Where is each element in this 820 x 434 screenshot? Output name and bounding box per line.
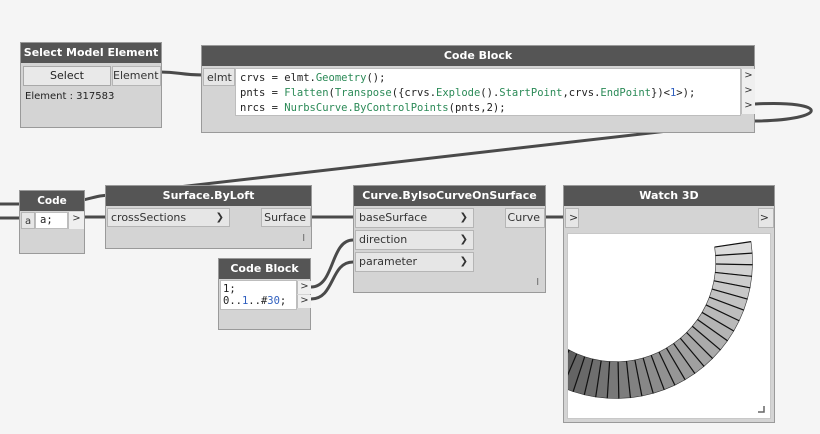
iso-curve bbox=[658, 351, 676, 386]
iso-curve bbox=[679, 337, 705, 367]
input-port-basesurface[interactable]: baseSurface ❯ bbox=[355, 208, 474, 228]
lofted-surface-preview bbox=[514, 241, 765, 413]
code-block-node-main[interactable]: Code Block elmt crvs = elmt.Geometry(); … bbox=[201, 45, 755, 133]
output-port-pnts[interactable]: > bbox=[741, 84, 755, 99]
wire-range2-to-parameter bbox=[310, 260, 354, 301]
iso-curve bbox=[714, 241, 752, 248]
iso-curve bbox=[572, 356, 586, 392]
iso-curve bbox=[665, 347, 686, 381]
curve-byisocurveonsurface-node[interactable]: Curve.ByIsoCurveOnSurface baseSurface ❯ … bbox=[353, 185, 546, 293]
iso-curve bbox=[691, 325, 721, 351]
input-port-a[interactable]: a bbox=[21, 212, 35, 229]
iso-curve bbox=[715, 263, 753, 266]
iso-curve bbox=[617, 361, 620, 399]
input-port-crosssections[interactable]: crossSections ❯ bbox=[107, 208, 230, 227]
select-button[interactable]: Select bbox=[23, 66, 111, 86]
iso-curve bbox=[705, 304, 740, 322]
wire-codeblock-nrcs-to-small bbox=[81, 101, 813, 202]
output-port-element[interactable]: Element bbox=[112, 66, 161, 86]
node-title: Curve.ByIsoCurveOnSurface bbox=[354, 186, 545, 206]
wire-range1-to-direction bbox=[310, 238, 354, 289]
output-port-crvs[interactable]: > bbox=[741, 69, 755, 84]
3d-preview-viewport[interactable] bbox=[514, 233, 771, 419]
iso-curve bbox=[634, 359, 643, 397]
code-editor[interactable]: 1; 0..1..#30; bbox=[220, 280, 297, 310]
code-editor[interactable]: crvs = elmt.Geometry(); pnts = Flatten(T… bbox=[235, 68, 741, 116]
surface-byloft-node[interactable]: Surface.ByLoft crossSections ❯ Surface l bbox=[105, 185, 312, 249]
iso-curve bbox=[595, 360, 602, 398]
iso-curve bbox=[697, 319, 728, 342]
code-line-1: crvs = elmt.Geometry(); bbox=[240, 72, 386, 84]
input-port-parameter[interactable]: parameter ❯ bbox=[355, 252, 474, 272]
output-port-1[interactable]: > bbox=[297, 281, 311, 294]
iso-curve bbox=[606, 361, 611, 399]
code-line-2: pnts = Flatten(Transpose({crvs.Explode()… bbox=[240, 87, 696, 99]
resize-handle-icon bbox=[758, 406, 765, 413]
node-title: Select Model Element bbox=[21, 43, 161, 63]
chevron-right-icon: ❯ bbox=[215, 212, 224, 223]
chevron-right-icon: ❯ bbox=[459, 212, 468, 223]
lacing-indicator[interactable]: l bbox=[302, 234, 305, 244]
code-line-3: nrcs = NurbsCurve.ByControlPoints(pnts,2… bbox=[240, 102, 506, 114]
output-port[interactable]: > bbox=[68, 212, 84, 229]
node-title: Watch 3D bbox=[564, 186, 774, 206]
iso-curve bbox=[715, 271, 752, 277]
output-port-surface[interactable]: Surface bbox=[261, 208, 311, 227]
input-port[interactable]: > bbox=[565, 208, 579, 228]
iso-curve bbox=[625, 361, 632, 398]
wire-element-to-codeblock bbox=[159, 70, 204, 77]
node-title: Code Block bbox=[20, 191, 84, 227]
iso-curve bbox=[713, 280, 751, 289]
output-port-curve[interactable]: Curve bbox=[505, 208, 545, 228]
iso-curve bbox=[701, 311, 735, 332]
iso-curve bbox=[686, 332, 713, 359]
iso-curve bbox=[715, 252, 753, 257]
code-editor[interactable]: a; bbox=[35, 212, 68, 229]
output-port[interactable]: > bbox=[758, 208, 774, 228]
watch-3d-node[interactable]: Watch 3D > > bbox=[514, 185, 775, 423]
node-title: Code Block bbox=[202, 46, 754, 66]
input-port-elmt[interactable]: elmt bbox=[203, 68, 235, 86]
code-block-node-small[interactable]: Code Block a a; > bbox=[19, 190, 85, 254]
output-port-nrcs[interactable]: > bbox=[741, 99, 755, 114]
iso-curve bbox=[650, 355, 665, 390]
output-port-2[interactable]: > bbox=[297, 295, 311, 308]
code-block-node-range[interactable]: Code Block 1; 0..1..#30; > > bbox=[218, 258, 311, 330]
iso-curve bbox=[709, 296, 744, 311]
chevron-right-icon: ❯ bbox=[459, 256, 468, 267]
node-title: Code Block bbox=[219, 259, 310, 279]
node-title: Surface.ByLoft bbox=[106, 186, 311, 206]
input-port-direction[interactable]: direction ❯ bbox=[355, 230, 474, 250]
chevron-right-icon: ❯ bbox=[459, 234, 468, 245]
lacing-indicator[interactable]: l bbox=[536, 278, 539, 288]
element-info: Element : 317583 bbox=[25, 91, 115, 102]
select-model-element-node[interactable]: Select Model Element Select Element Elem… bbox=[20, 42, 162, 128]
iso-curve bbox=[673, 343, 696, 374]
iso-curve bbox=[642, 357, 654, 394]
iso-curve bbox=[583, 358, 594, 395]
iso-curve bbox=[711, 288, 748, 300]
